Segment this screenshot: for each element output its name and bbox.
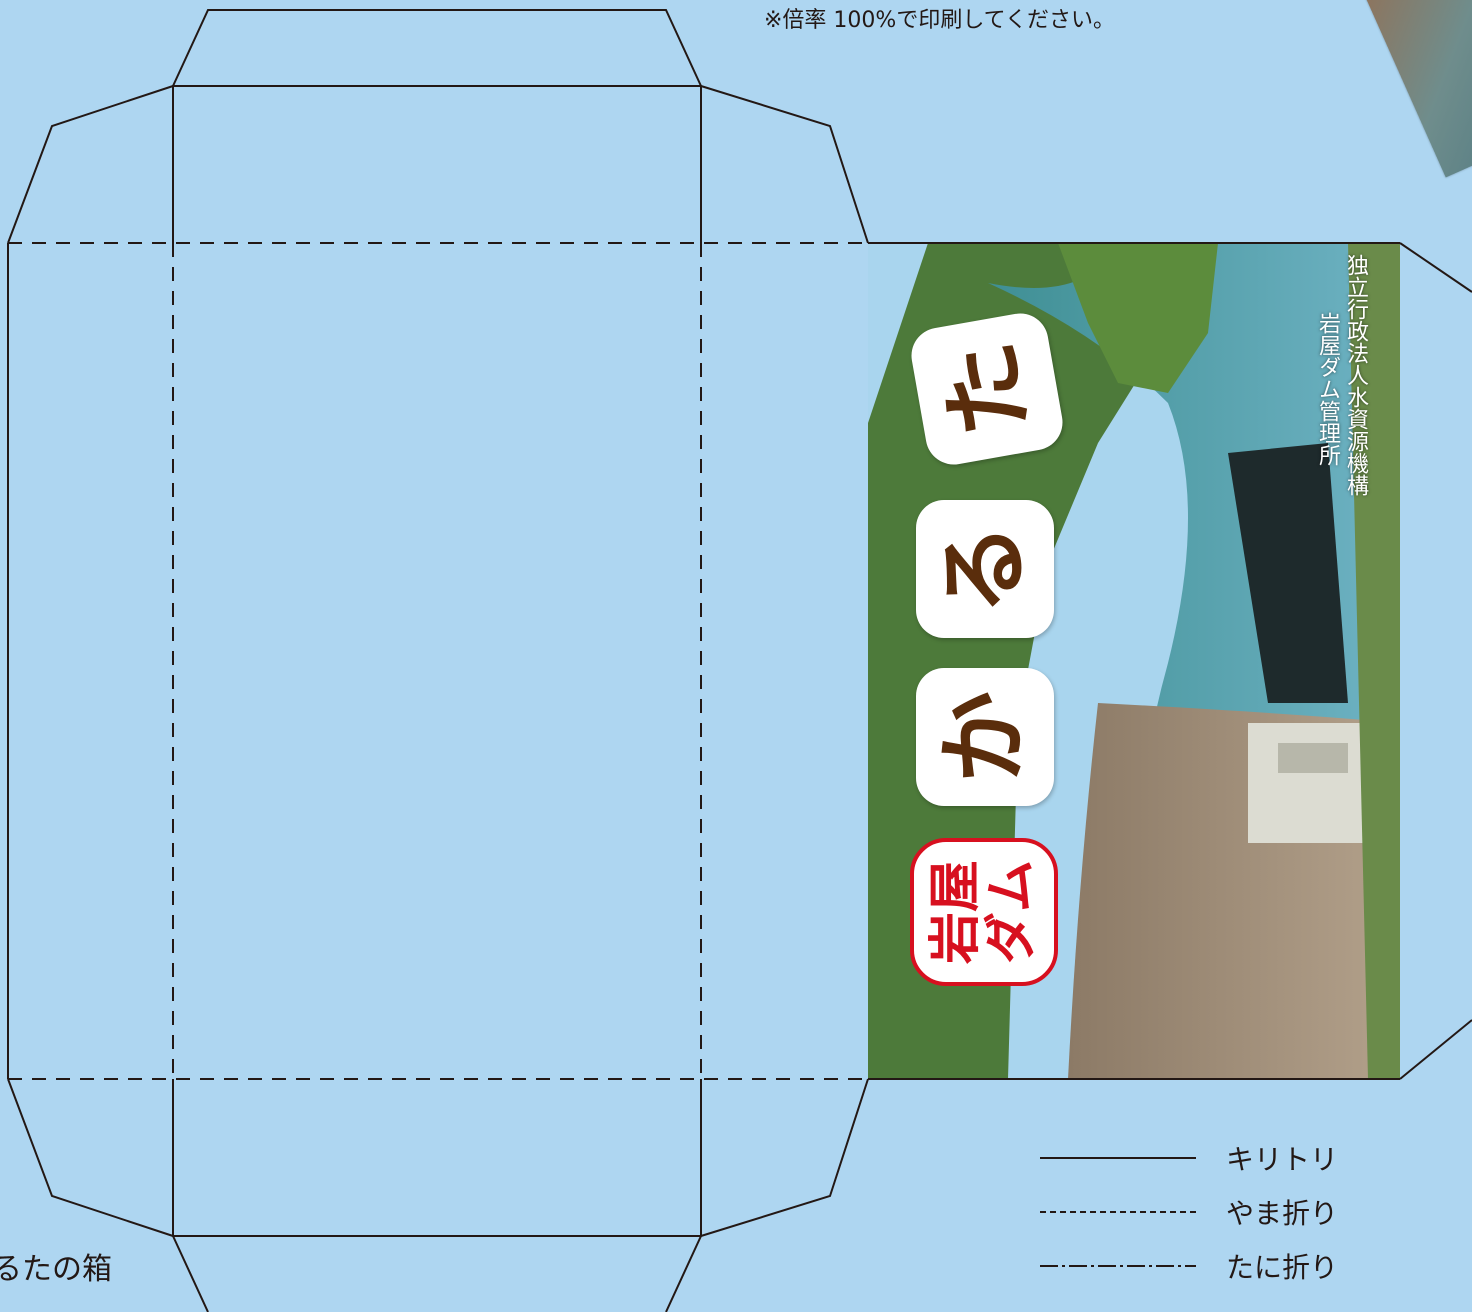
- bottom-left-flap-outline: [7, 1078, 174, 1237]
- print-scale-note: ※倍率 100%で印刷してください。: [764, 8, 1116, 33]
- legend-item-mountain-fold: やま折り: [1040, 1192, 1400, 1232]
- dam-photo-panel: [868, 243, 1400, 1079]
- right-tuck-flap-lower: [1399, 1019, 1472, 1080]
- box-label: るたの箱: [0, 1252, 112, 1287]
- legend-item-cut: キリトリ: [1040, 1138, 1400, 1178]
- top-left-flap-outline: [7, 85, 174, 244]
- legend-solid-line: [1040, 1157, 1196, 1159]
- iwaya-dam-logo: 岩屋 ダム: [910, 838, 1058, 986]
- legend-label-mountain-fold: やま折り: [1226, 1197, 1339, 1230]
- legend-dashed-line: [1040, 1211, 1196, 1213]
- title-char-ru: る: [930, 522, 1038, 616]
- top-right-flap-outline: [700, 85, 869, 244]
- organization-line-1: 独立行政法人水資源機構: [1343, 254, 1368, 496]
- organization-name: 独立行政法人水資源機構 岩屋ダム管理所: [1300, 254, 1390, 594]
- legend-item-valley-fold: たに折り: [1040, 1246, 1400, 1286]
- organization-line-2: 岩屋ダム管理所: [1315, 312, 1340, 466]
- top-flap-outline: [172, 9, 702, 87]
- title-char-ta: た: [925, 334, 1048, 444]
- title-char-ka: か: [930, 690, 1038, 784]
- bottom-right-flap-outline: [700, 1078, 869, 1237]
- legend-label-cut: キリトリ: [1226, 1143, 1339, 1176]
- corner-photo-fragment: [1340, 0, 1472, 178]
- title-tile-ka: か: [916, 668, 1054, 806]
- logo-line-2: ダム: [981, 859, 1042, 965]
- title-tile-ru: る: [916, 500, 1054, 638]
- title-tile-ta: た: [907, 309, 1067, 469]
- bottom-flap-outline: [172, 1235, 702, 1312]
- logo-line-1: 岩屋: [925, 859, 986, 965]
- legend-label-valley-fold: たに折り: [1226, 1251, 1339, 1284]
- right-tuck-flap-outline: [1399, 242, 1472, 293]
- legend-dash-dot-line: [1040, 1265, 1196, 1267]
